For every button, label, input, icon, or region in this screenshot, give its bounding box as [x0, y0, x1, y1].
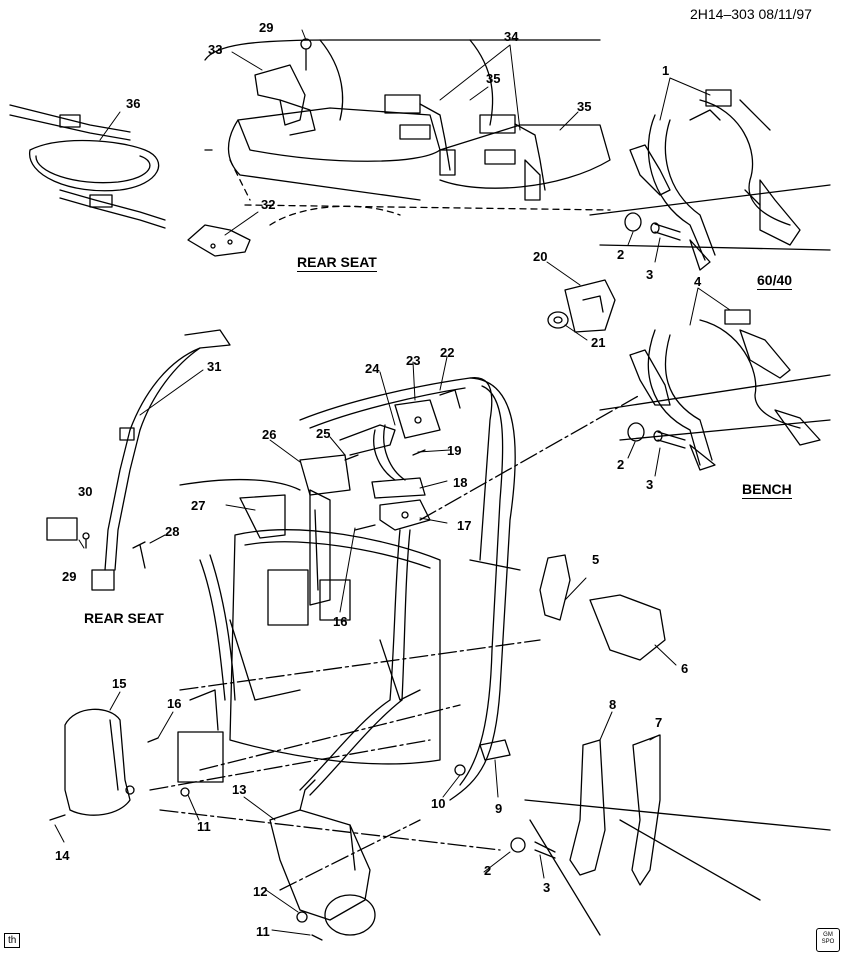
callout-21: 21 — [591, 335, 606, 350]
callout-19: 19 — [447, 443, 462, 458]
part-20-21-art — [547, 279, 616, 333]
part-7-8-art — [524, 734, 831, 936]
callout-23: 23 — [406, 353, 421, 368]
callout-15: 15 — [112, 676, 127, 691]
callout-3c: 3 — [543, 880, 551, 895]
part-15-cover-art — [64, 708, 135, 816]
callout-30: 30 — [78, 484, 93, 499]
callout-18: 18 — [453, 475, 468, 490]
sixty-forty-label: 60/40 — [757, 272, 793, 290]
callout-12: 12 — [253, 884, 268, 899]
callout-6: 6 — [681, 661, 689, 676]
part-31-belt-art — [91, 329, 231, 591]
callout-16b: 16 — [333, 614, 348, 629]
callout-7: 7 — [655, 715, 663, 730]
callout-2c: 2 — [484, 863, 492, 878]
part-1-60-40-art — [589, 89, 831, 261]
callout-3b: 3 — [646, 477, 654, 492]
callout-11b: 11 — [256, 924, 270, 939]
part-30-28-29-art — [46, 517, 146, 569]
callout-10: 10 — [431, 796, 446, 811]
part-2-3-60-40-art — [624, 212, 711, 271]
callout-17: 17 — [457, 518, 472, 533]
callout-27: 27 — [191, 498, 206, 513]
callout-1: 1 — [662, 63, 670, 78]
drawing-code: 2H14–303 08/11/97 — [690, 6, 812, 22]
callout-22: 22 — [440, 345, 455, 360]
part-34-buckle-art — [384, 94, 546, 201]
callout-33: 33 — [208, 42, 223, 57]
callout-28: 28 — [165, 524, 180, 539]
callout-36: 36 — [126, 96, 141, 111]
callout-9: 9 — [495, 801, 503, 816]
callout-2b: 2 — [617, 457, 625, 472]
callout-26: 26 — [262, 427, 277, 442]
callout-35b: 35 — [577, 99, 592, 114]
callout-11a: 11 — [197, 819, 211, 834]
rear-seat-label-left: REAR SEAT — [84, 610, 164, 626]
callout-25: 25 — [316, 426, 331, 441]
callout-24: 24 — [365, 361, 380, 376]
part-9-10-2-3-lower-art — [454, 739, 556, 859]
callout-2: 2 — [617, 247, 625, 262]
callout-34: 34 — [504, 29, 519, 44]
callout-35a: 35 — [486, 71, 501, 86]
callout-5: 5 — [592, 552, 600, 567]
callout-13: 13 — [232, 782, 247, 797]
callout-14: 14 — [55, 848, 70, 863]
callout-29b: 29 — [62, 569, 77, 584]
gm-spo-logo: GM SPO — [816, 928, 840, 952]
part-2-3-bench-art — [627, 422, 716, 471]
callout-20: 20 — [533, 249, 548, 264]
callout-3: 3 — [646, 267, 654, 282]
bench-label: BENCH — [742, 481, 792, 499]
logo-text-top: GM — [823, 932, 833, 938]
callout-4: 4 — [694, 274, 702, 289]
corner-tag: th — [4, 933, 21, 948]
callout-16a: 16 — [167, 696, 182, 711]
part-22-27-art — [239, 389, 461, 701]
callout-29a: 29 — [259, 20, 274, 35]
part-32-bracket-art — [187, 224, 251, 257]
callout-31: 31 — [207, 359, 222, 374]
part-4-bench-art — [599, 309, 831, 466]
part-33-bracket-art — [254, 38, 316, 136]
part-36-belt-art — [9, 104, 166, 229]
logo-text-bottom: SPO — [821, 939, 835, 945]
callout-32: 32 — [261, 197, 276, 212]
leader-lines — [54, 29, 731, 936]
part-13-retractor-art — [269, 699, 403, 936]
rear-seat-label-top: REAR SEAT — [297, 254, 377, 272]
part-16-11-14-art — [49, 689, 323, 941]
part-5-6-art — [539, 554, 666, 661]
alignment-lines — [149, 394, 641, 891]
door-frame-art — [179, 377, 521, 801]
callout-8: 8 — [609, 697, 617, 712]
